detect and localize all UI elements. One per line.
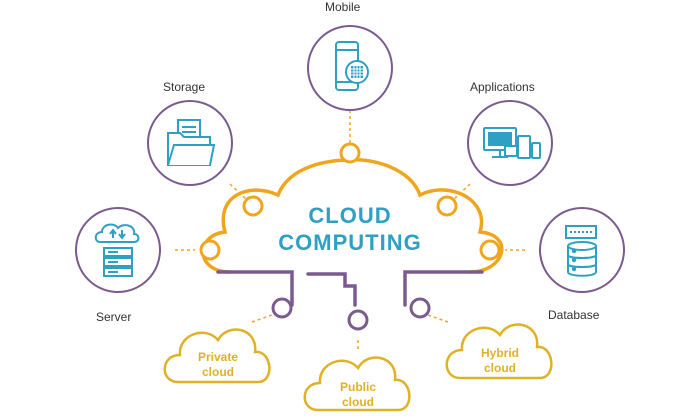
public-cloud-label-line1: Public bbox=[339, 380, 376, 394]
hybrid-cloud-shape bbox=[445, 323, 553, 380]
server-icon bbox=[94, 223, 140, 277]
applications-icon bbox=[483, 127, 541, 159]
center-title-line1: CLOUD bbox=[308, 203, 392, 228]
bottom-connectors bbox=[216, 270, 484, 307]
joint-left-lower bbox=[199, 239, 221, 261]
storage-icon bbox=[167, 119, 216, 166]
joint-public bbox=[347, 309, 369, 331]
hybrid-cloud-label-line1: Hybrid bbox=[480, 346, 519, 360]
center-title-line2: COMPUTING bbox=[278, 230, 422, 255]
public-cloud-shape bbox=[303, 356, 411, 412]
bottom-clouds bbox=[163, 323, 553, 412]
mobile-icon bbox=[335, 41, 369, 91]
joint-private bbox=[271, 297, 293, 319]
applications-label: Applications bbox=[470, 80, 535, 94]
server-label: Server bbox=[96, 310, 132, 324]
node-connectors bbox=[175, 110, 525, 352]
storage-label: Storage bbox=[163, 80, 206, 94]
server-node bbox=[75, 207, 161, 293]
joint-top bbox=[339, 142, 361, 164]
joint-left-upper bbox=[242, 195, 264, 217]
database-icon bbox=[565, 225, 597, 277]
joint-right-lower bbox=[479, 239, 501, 261]
public-cloud-label-line2: cloud bbox=[342, 395, 374, 409]
joint-right-upper bbox=[436, 195, 458, 217]
private-cloud-shape bbox=[163, 328, 271, 384]
mobile-label: Mobile bbox=[325, 0, 361, 14]
cloud-joints bbox=[199, 142, 501, 261]
bottom-joints bbox=[271, 297, 431, 331]
private-cloud-label-line1: Private bbox=[197, 350, 239, 364]
hybrid-cloud-label-line2: cloud bbox=[484, 361, 516, 375]
joint-hybrid bbox=[409, 297, 431, 319]
private-cloud-label-line2: cloud bbox=[202, 365, 234, 379]
database-label: Database bbox=[548, 308, 600, 322]
